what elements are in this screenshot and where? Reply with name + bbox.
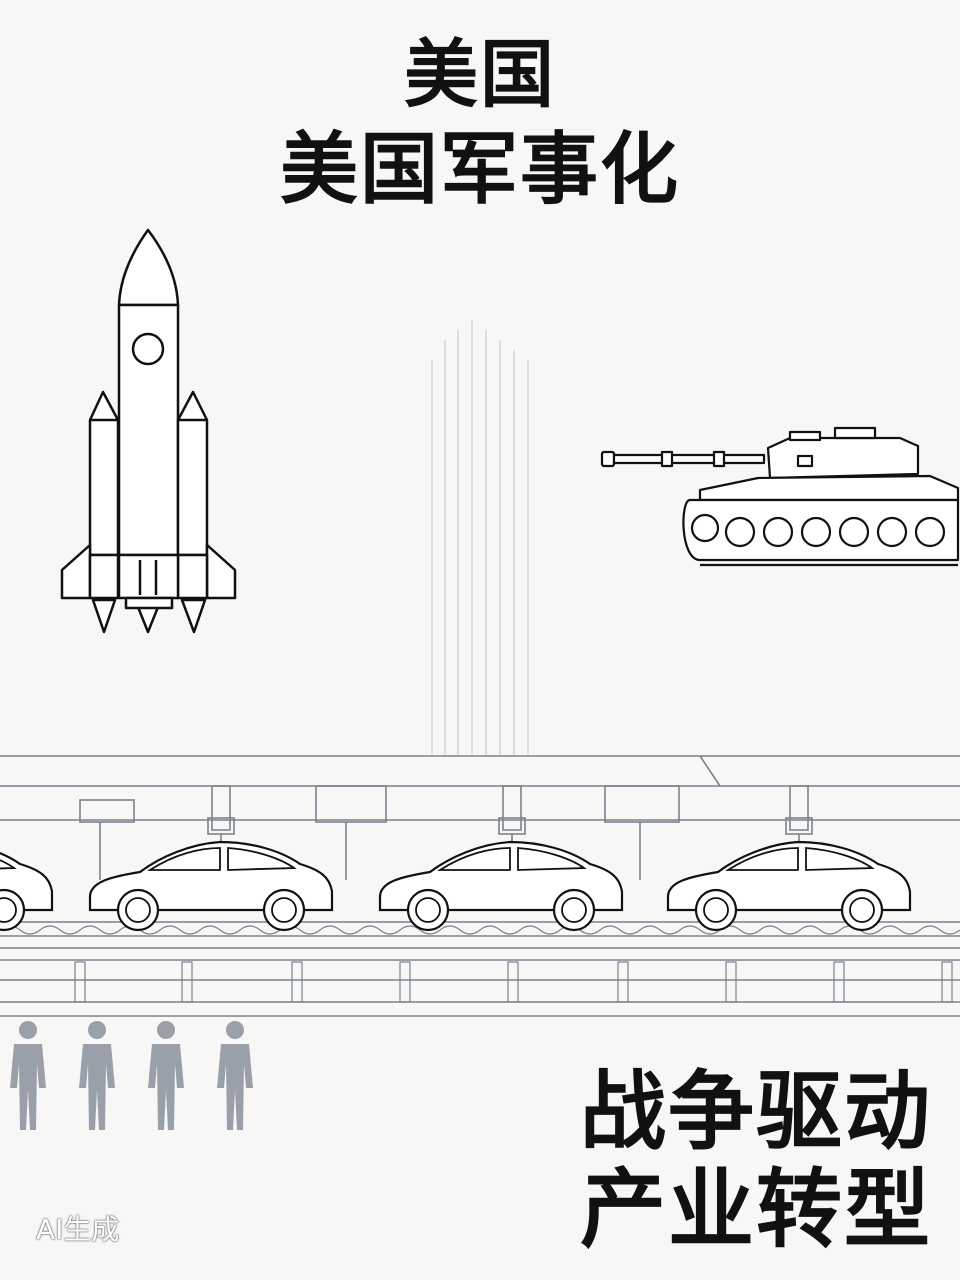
car-icon	[666, 840, 912, 932]
worker-icon	[10, 1021, 46, 1130]
car-icon	[378, 840, 624, 932]
conveyor-rollers	[0, 925, 960, 1003]
rocket-icon	[60, 228, 237, 634]
title-line-1: 美国	[404, 32, 556, 118]
car-icon	[0, 840, 54, 932]
slogan-line-1: 战争驱动	[580, 1062, 932, 1162]
tank-icon	[600, 426, 960, 567]
worker-icon	[148, 1021, 184, 1130]
worker-icon	[79, 1021, 115, 1130]
assembly-line	[0, 755, 960, 1017]
slogan-line-2: 产业转型	[580, 1160, 932, 1260]
ai-generated-watermark: AI生成	[36, 1213, 120, 1246]
worker-icon	[217, 1021, 253, 1130]
car-icon	[88, 840, 334, 932]
title-line-2: 美国军事化	[279, 125, 680, 215]
vertical-lines	[431, 320, 529, 755]
